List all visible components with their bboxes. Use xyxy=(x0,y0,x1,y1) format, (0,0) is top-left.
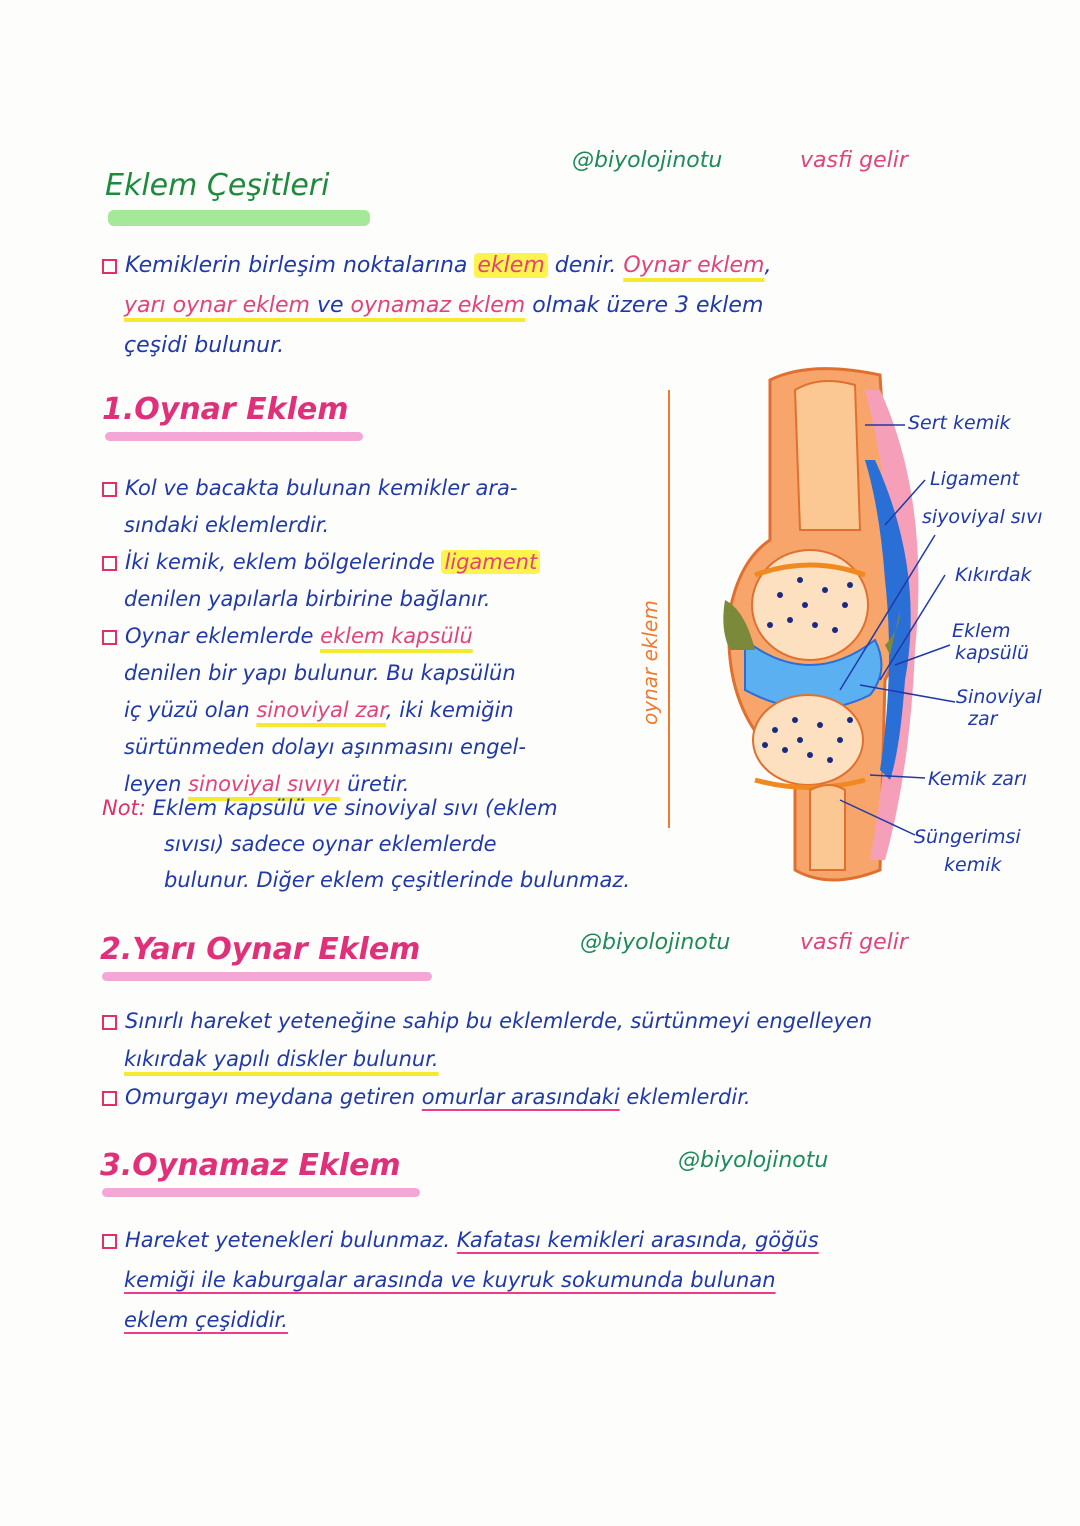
label-kikirdak: Kıkırdak xyxy=(955,564,1032,586)
section1-note: Not: Eklem kapsülü ve sinoviyal sıvı (ek… xyxy=(102,796,631,892)
section2-handle: @biyolojinotu xyxy=(580,930,731,955)
label-sert-kemik: Sert kemik xyxy=(908,412,1011,434)
label-sinoviyal: Sinoviyal xyxy=(956,686,1042,708)
bullet-box xyxy=(102,253,125,278)
page-title: Eklem Çeşitleri xyxy=(105,168,330,203)
marrow-top xyxy=(793,380,862,531)
label-kapsulu: kapsülü xyxy=(955,642,1029,664)
label-ligament: Ligament xyxy=(930,468,1020,490)
note-label: Not: xyxy=(102,796,146,820)
cartilage-left xyxy=(723,600,755,650)
title-highlight xyxy=(108,210,370,226)
spongy-dots xyxy=(762,577,853,763)
label-siyoviyal-sivi: siyoviyal sıvı xyxy=(922,506,1043,528)
label-kemik: kemik xyxy=(944,854,1002,876)
label-eklem: Eklem xyxy=(952,620,1011,642)
section2-body: Sınırlı hareket yeteneğine sahip bu ekle… xyxy=(102,1002,1062,1116)
joint-diagram xyxy=(723,367,956,882)
label-sungerimsi: Süngerimsi xyxy=(914,826,1021,848)
header-author: vasfi gelir xyxy=(800,148,908,173)
marrow-bottom xyxy=(809,784,846,871)
periosteum-lower xyxy=(754,777,866,790)
section3-handle: @biyolojinotu xyxy=(678,1148,829,1173)
side-bracket xyxy=(668,390,670,828)
section3-body: Hareket yetenekleri bulunmaz. Kafatası k… xyxy=(102,1220,1062,1340)
ligament-shape xyxy=(865,460,911,780)
section2-author: vasfi gelir xyxy=(800,930,908,955)
upper-spongy-bone xyxy=(751,549,869,661)
section1-body: Kol ve bacakta bulunan kemikler ara- sın… xyxy=(102,470,662,803)
section-heading-3: 3.Oynamaz Eklem xyxy=(100,1148,401,1183)
side-label: oynar eklem xyxy=(638,600,662,725)
section-heading-2: 2.Yarı Oynar Eklem xyxy=(100,932,421,967)
label-zar: zar xyxy=(968,708,998,730)
leader-lines xyxy=(839,424,956,836)
lower-spongy-bone xyxy=(752,694,864,786)
section-heading-1: 1.Oynar Eklem xyxy=(102,392,349,427)
section-bar-1 xyxy=(105,432,363,441)
cartilage-right xyxy=(885,610,900,655)
intro-paragraph: Kemiklerin birleşim noktalarına eklem de… xyxy=(102,246,1042,366)
header-handle: @biyolojinotu xyxy=(572,148,723,173)
label-kemik-zari: Kemik zarı xyxy=(928,768,1028,790)
section-bar-2 xyxy=(102,972,432,981)
periosteum-upper xyxy=(754,562,866,578)
section-bar-3 xyxy=(102,1188,420,1197)
